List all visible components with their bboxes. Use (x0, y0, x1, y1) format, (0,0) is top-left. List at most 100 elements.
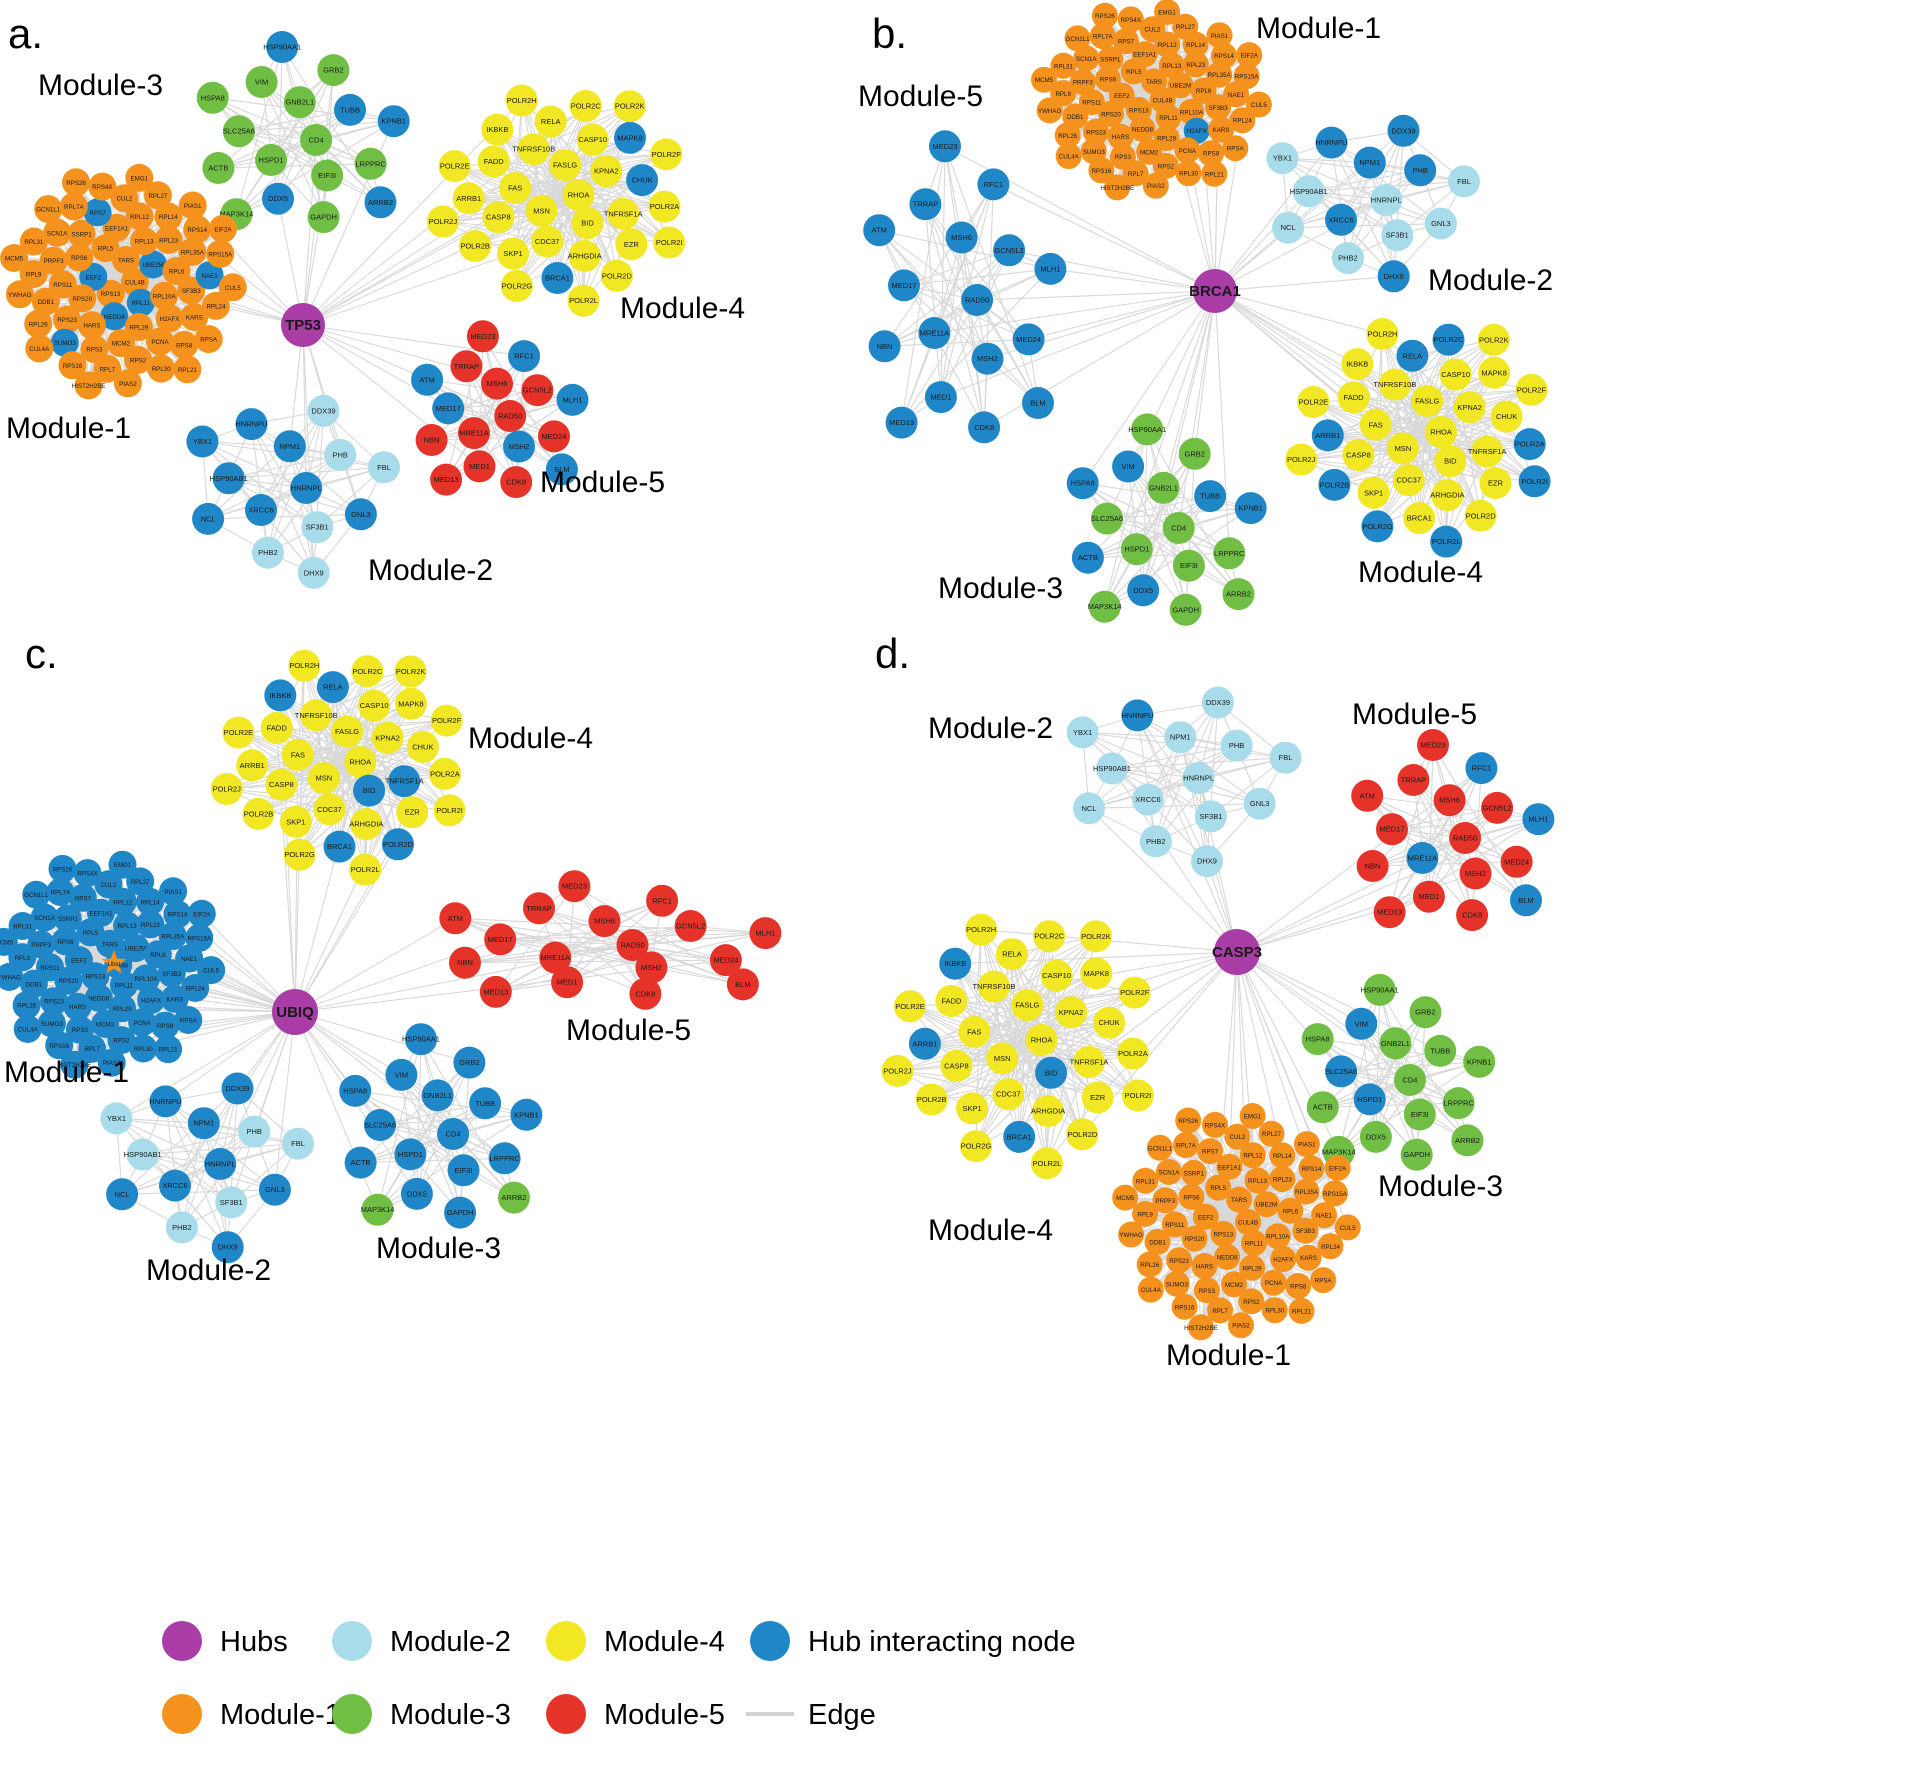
module-node-circle[interactable] (1206, 22, 1233, 49)
hub-interacting-node-circle[interactable] (1194, 480, 1227, 513)
node-HSPD1[interactable]: HSPD1 (1120, 533, 1153, 566)
node-RHOA[interactable]: RHOA (1425, 416, 1457, 448)
module-node-circle[interactable] (1448, 165, 1480, 198)
hub-interacting-node-circle[interactable] (151, 1011, 180, 1040)
module-node-circle[interactable] (154, 202, 183, 231)
hub-interacting-node-circle[interactable] (186, 425, 219, 458)
hub-interacting-node-circle[interactable] (108, 850, 137, 879)
node-MED13[interactable]: MED13 (1373, 896, 1406, 929)
node-RPS20[interactable]: RPS20 (1181, 1225, 1208, 1252)
hub-interacting-node-circle[interactable] (977, 168, 1010, 201)
module-node-circle[interactable] (1253, 1191, 1280, 1218)
module-node-circle[interactable] (394, 655, 427, 688)
node-RPL10A[interactable]: RPL10A (150, 281, 179, 310)
node-RELA[interactable]: RELA (534, 105, 567, 138)
hub-interacting-node-circle[interactable] (73, 859, 102, 888)
hub-interacting-node-circle[interactable] (556, 383, 589, 416)
module-node-circle[interactable] (1025, 1024, 1058, 1056)
node-RPL7[interactable]: RPL7 (78, 1034, 107, 1063)
module-node-circle[interactable] (1245, 91, 1272, 118)
node-DDX39[interactable]: DDX39 (1387, 114, 1420, 147)
node-MSH2[interactable]: MSH2 (1459, 857, 1492, 890)
hub-interacting-node-circle[interactable] (185, 923, 214, 952)
module-node-circle[interactable] (1116, 1037, 1149, 1070)
module-node-circle[interactable] (1341, 348, 1374, 381)
module-node-circle[interactable] (1139, 825, 1172, 858)
module-node-circle[interactable] (576, 123, 609, 156)
node-MRE11A[interactable]: MRE11A (539, 941, 572, 974)
node-CASP10[interactable]: CASP10 (1439, 358, 1472, 391)
node-PHB2[interactable]: PHB2 (1139, 825, 1172, 858)
module-node-circle[interactable] (170, 330, 199, 359)
node-IKBKB[interactable]: IKBKB (1341, 348, 1374, 381)
hub-interacting-node-circle[interactable] (1353, 1083, 1386, 1116)
module-node-circle[interactable] (452, 182, 485, 215)
node-POLR2D[interactable]: POLR2D (600, 259, 633, 292)
module-node-circle[interactable] (1091, 2, 1118, 29)
hub-interacting-node-circle[interactable] (290, 472, 323, 504)
module-node-circle[interactable] (1434, 445, 1467, 478)
hub-interacting-node-circle[interactable] (1510, 884, 1542, 917)
node-H2AFX[interactable]: H2AFX (1183, 117, 1210, 144)
module-node-circle[interactable] (238, 1115, 271, 1148)
module-node-circle[interactable] (74, 371, 103, 400)
hub-node-circle[interactable] (272, 989, 318, 1035)
module-node-circle[interactable] (590, 155, 623, 188)
node-DDX39[interactable]: DDX39 (307, 394, 340, 427)
node-RPL29[interactable]: RPL29 (1239, 1254, 1266, 1281)
node-KPNA2[interactable]: KPNA2 (590, 155, 623, 188)
module-node-circle[interactable] (1363, 973, 1396, 1006)
module-node-circle[interactable] (1238, 1288, 1265, 1315)
node-RPL29[interactable]: RPL29 (124, 312, 153, 341)
module-node-circle[interactable] (1131, 413, 1164, 446)
node-CUL5[interactable]: CUL5 (197, 956, 226, 985)
hub-interacting-node-circle[interactable] (1071, 541, 1104, 574)
module-node-circle[interactable] (313, 793, 346, 826)
node-GAPDH[interactable]: GAPDH (307, 201, 340, 234)
hub-interacting-node-circle[interactable] (394, 1138, 427, 1171)
node-HSPA8[interactable]: HSPA8 (1301, 1023, 1334, 1056)
module-node-circle[interactable] (1216, 1153, 1243, 1180)
module-node-circle[interactable] (494, 400, 527, 432)
node-EMG1[interactable]: EMG1 (1239, 1103, 1266, 1129)
node-RPS26[interactable]: RPS26 (1175, 1107, 1202, 1134)
node-MCM2[interactable]: MCM2 (1221, 1271, 1247, 1298)
node-FADD[interactable]: FADD (1337, 381, 1370, 414)
node-YBX1[interactable]: YBX1 (1066, 716, 1099, 749)
node-DDX5[interactable]: DDX5 (1127, 574, 1160, 607)
node-EMG1[interactable]: EMG1 (108, 850, 137, 879)
module-node-circle[interactable] (1192, 1203, 1219, 1230)
node-MLH1[interactable]: MLH1 (749, 917, 782, 950)
node-RPL11[interactable]: RPL11 (126, 288, 155, 317)
node-PCNA[interactable]: PCNA (1260, 1269, 1287, 1296)
node-RPL30[interactable]: RPL30 (129, 1034, 158, 1063)
hub-interacting-node-circle[interactable] (1377, 260, 1410, 293)
hub-interacting-node-circle[interactable] (908, 1027, 941, 1060)
node-RPS7[interactable]: RPS7 (68, 883, 97, 912)
module-node-circle[interactable] (354, 147, 387, 180)
module-node-circle[interactable] (1229, 107, 1256, 134)
node-RPL30[interactable]: RPL30 (1175, 160, 1202, 187)
module-node-circle[interactable] (1118, 1221, 1145, 1248)
node-NPM1[interactable]: NPM1 (1164, 721, 1197, 754)
node-TRRAP[interactable]: TRRAP (450, 350, 483, 383)
module-node-circle[interactable] (242, 797, 275, 830)
hub-interacting-node-circle[interactable] (1353, 146, 1386, 179)
module-node-circle[interactable] (283, 838, 316, 871)
hub-interacting-node-circle[interactable] (8, 912, 37, 940)
hub-interacting-node-circle[interactable] (84, 984, 113, 1012)
node-RPL30[interactable]: RPL30 (1261, 1297, 1288, 1324)
module-node-circle[interactable] (65, 243, 94, 272)
module-node-circle[interactable] (1054, 122, 1081, 149)
node-POLR2J[interactable]: POLR2J (881, 1054, 914, 1087)
hub-interacting-node-circle[interactable] (107, 1026, 136, 1055)
module-node-circle[interactable] (368, 451, 400, 484)
module-node-circle[interactable] (126, 1138, 159, 1171)
node-HSPA8[interactable]: HSPA8 (1066, 467, 1099, 500)
hub-BRCA1[interactable]: BRCA1 (1189, 269, 1241, 313)
module-node-circle[interactable] (102, 213, 131, 242)
node-ACTB[interactable]: ACTB (202, 152, 235, 184)
node-YBX1[interactable]: YBX1 (186, 425, 219, 458)
module-node-circle[interactable] (415, 424, 448, 456)
hub-interacting-node-circle[interactable] (1406, 842, 1439, 874)
